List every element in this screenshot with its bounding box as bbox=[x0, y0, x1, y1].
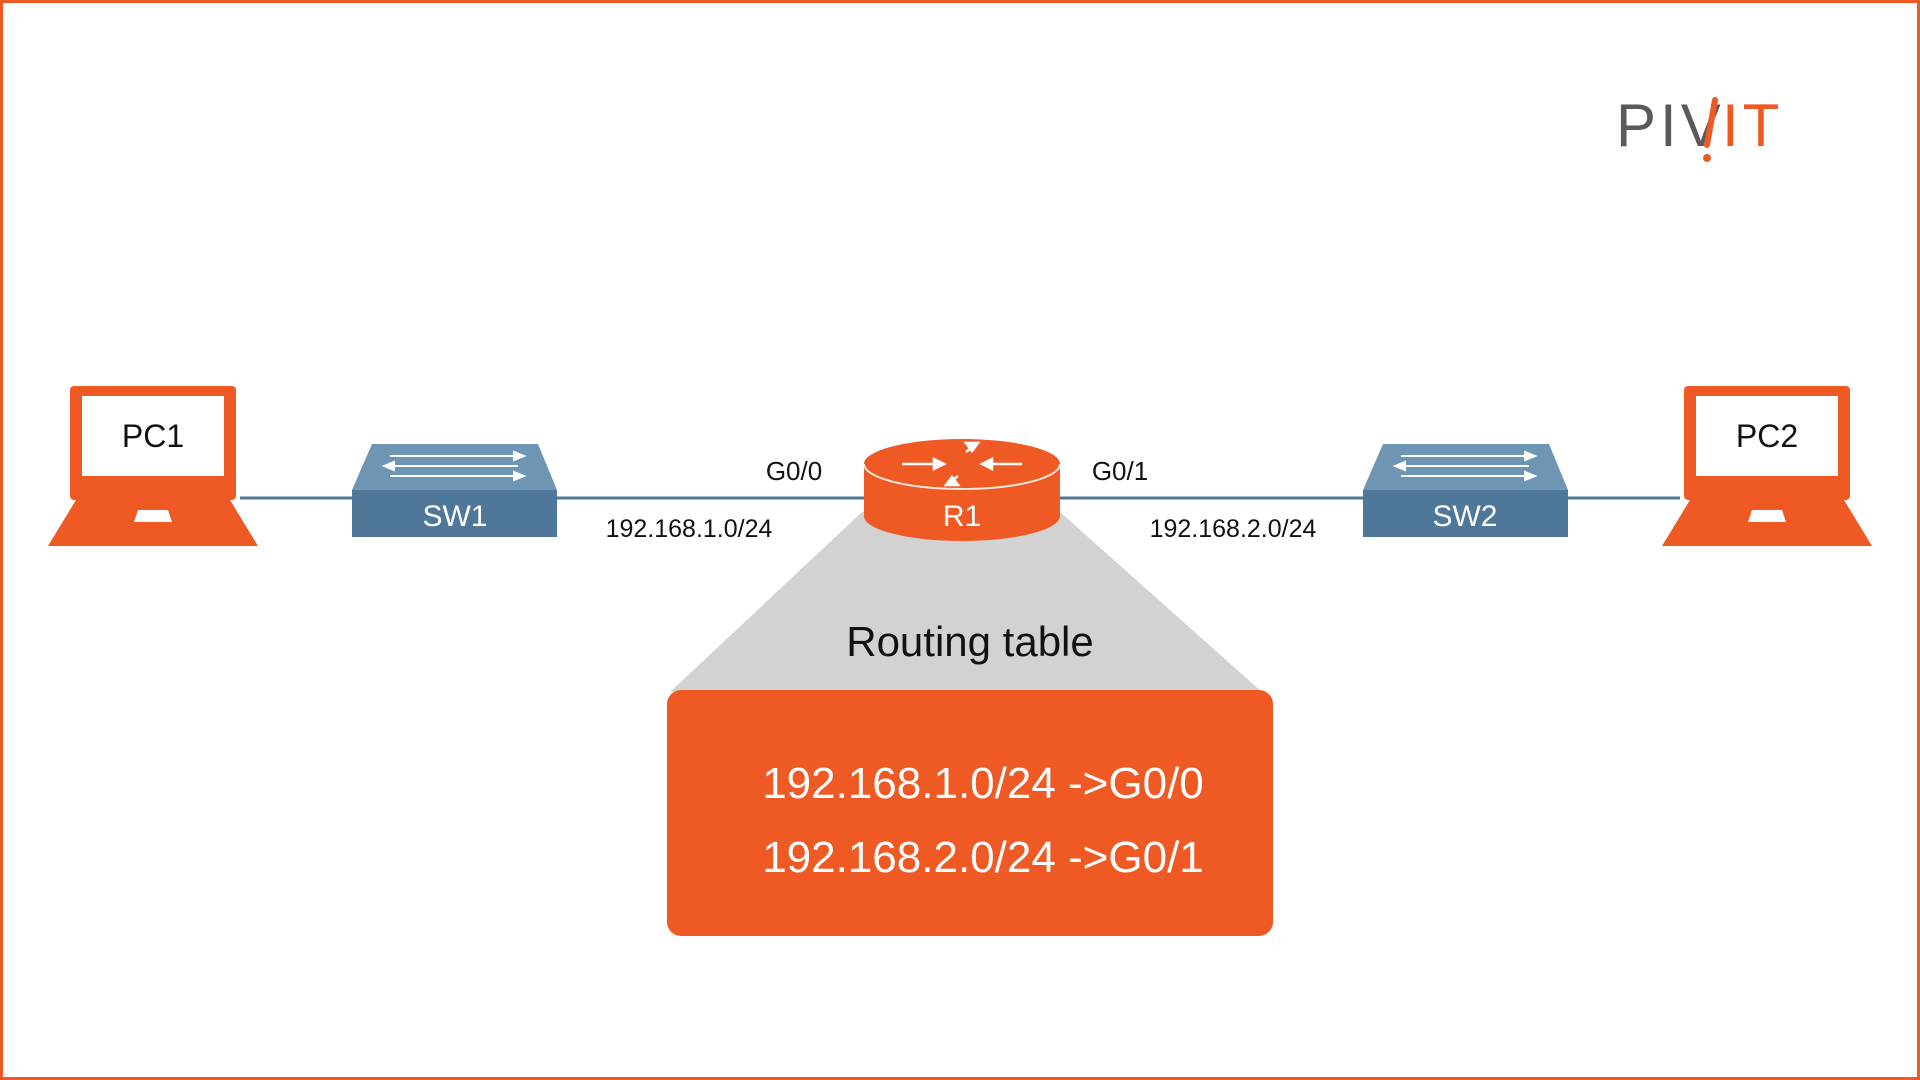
routing-table-title: Routing table bbox=[846, 618, 1094, 665]
logo-text: PIV bbox=[1616, 92, 1725, 159]
pivit-logo: PIV IT bbox=[1616, 92, 1783, 162]
interface-g0-0-label: G0/0 bbox=[766, 456, 822, 486]
routing-entry-1: 192.168.1.0/24 ->G0/0 bbox=[762, 759, 1204, 808]
logo-dot bbox=[1703, 154, 1711, 162]
pc2-laptop-icon bbox=[1662, 386, 1872, 546]
sw2-switch-icon bbox=[1363, 444, 1568, 537]
network-right-label: 192.168.2.0/24 bbox=[1150, 515, 1317, 543]
logo-text-it: IT bbox=[1722, 92, 1783, 159]
routing-callout bbox=[670, 512, 1262, 692]
network-left-label: 192.168.1.0/24 bbox=[606, 515, 773, 543]
interface-g0-1-label: G0/1 bbox=[1092, 456, 1148, 486]
pc1-label: PC1 bbox=[122, 418, 184, 454]
pc2-label: PC2 bbox=[1736, 418, 1798, 454]
r1-router-icon bbox=[863, 439, 1061, 541]
routing-entry-2: 192.168.2.0/24 ->G0/1 bbox=[762, 833, 1204, 882]
sw2-label: SW2 bbox=[1432, 500, 1497, 533]
r1-label: R1 bbox=[943, 500, 981, 533]
routing-table-box bbox=[667, 690, 1273, 936]
pc1-laptop-icon bbox=[48, 386, 258, 546]
logo-mark bbox=[1704, 97, 1718, 148]
sw1-label: SW1 bbox=[422, 500, 487, 533]
sw1-switch-icon bbox=[352, 444, 557, 537]
